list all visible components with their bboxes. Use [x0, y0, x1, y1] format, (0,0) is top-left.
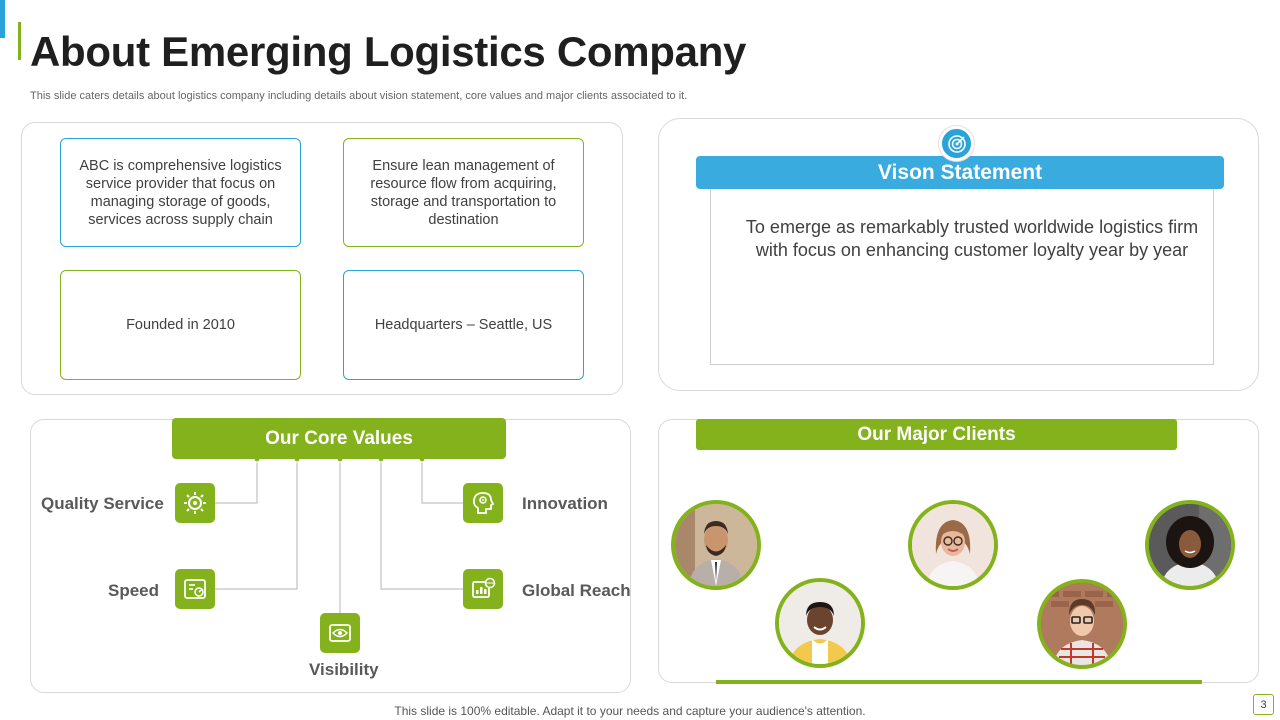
slide-footer: This slide is 100% editable. Adapt it to…: [394, 704, 866, 718]
client-avatar-man-glasses: [1037, 579, 1127, 669]
core-value-speed: Speed: [108, 581, 160, 600]
accent-bar-green: [18, 22, 21, 60]
vision-heading: Vison Statement: [696, 156, 1224, 189]
slide-title: About Emerging Logistics Company: [30, 28, 747, 75]
slide-subtitle: This slide caters details about logistic…: [30, 90, 688, 102]
vision-text: To emerge as remarkably trusted worldwid…: [745, 217, 1199, 260]
page-number: 3: [1253, 694, 1274, 715]
target-icon: [939, 126, 974, 161]
core-value-quality-service: Quality Service: [41, 494, 164, 513]
info-box-headquarters: Headquarters – Seattle, US: [343, 270, 584, 380]
clients-underline: [716, 680, 1202, 684]
info-box-lean-management: Ensure lean management of resource flow …: [343, 138, 584, 247]
speed-icon: [175, 569, 215, 609]
client-avatar-woman-curly-hair: [1145, 500, 1235, 590]
core-value-global-reach: Global Reach: [522, 581, 631, 600]
vision-body-frame: [710, 189, 1214, 365]
eye-icon: [320, 613, 360, 653]
client-avatar-woman-smiling: [775, 578, 865, 668]
global-chart-icon: [463, 569, 503, 609]
info-box-founded: Founded in 2010: [60, 270, 301, 380]
core-values-heading: Our Core Values: [172, 418, 506, 459]
accent-bar-blue: [0, 0, 5, 38]
innovation-head-icon: [463, 483, 503, 523]
core-value-visibility: Visibility: [309, 660, 379, 679]
clients-heading: Our Major Clients: [696, 419, 1177, 450]
info-box-service: ABC is comprehensive logistics service p…: [60, 138, 301, 247]
client-avatar-man-suit: [671, 500, 761, 590]
client-avatar-woman-glasses: [908, 500, 998, 590]
core-value-innovation: Innovation: [522, 494, 608, 513]
quality-gear-icon: [175, 483, 215, 523]
